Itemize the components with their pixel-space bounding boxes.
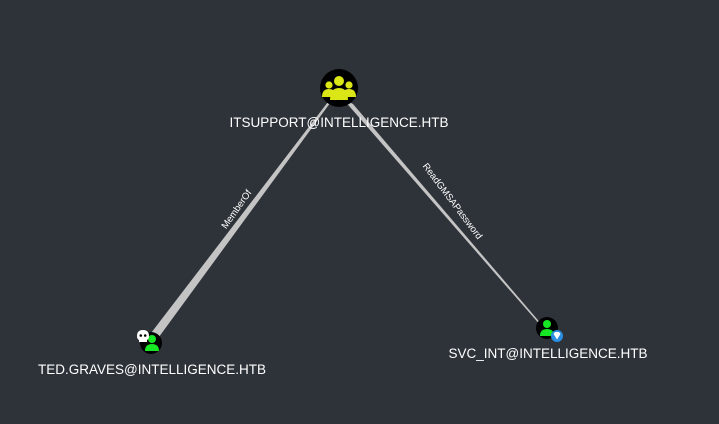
node-itsupport[interactable]: ITSUPPORT@INTELLIGENCE.HTB <box>230 69 449 130</box>
node-ted[interactable]: TED.GRAVES@INTELLIGENCE.HTB <box>38 330 266 377</box>
group-icon <box>322 76 356 100</box>
edge-readgmsa-label: ReadGMSAPassword <box>420 161 484 241</box>
node-svc[interactable]: SVC_INT@INTELLIGENCE.HTB <box>449 317 648 361</box>
user-icon <box>145 335 159 351</box>
edge-readgmsa-line[interactable] <box>343 99 543 326</box>
gem-icon <box>551 330 563 342</box>
skull-icon <box>137 330 149 342</box>
edge-readgmsa[interactable]: ReadGMSAPassword <box>343 99 543 326</box>
user-icon <box>540 320 554 336</box>
node-itsupport-label: ITSUPPORT@INTELLIGENCE.HTB <box>230 115 449 130</box>
node-ted-label: TED.GRAVES@INTELLIGENCE.HTB <box>38 362 266 377</box>
edge-memberof-line[interactable] <box>148 98 333 341</box>
edge-memberof[interactable]: MemberOf <box>148 98 333 341</box>
node-svc-label: SVC_INT@INTELLIGENCE.HTB <box>449 346 648 361</box>
